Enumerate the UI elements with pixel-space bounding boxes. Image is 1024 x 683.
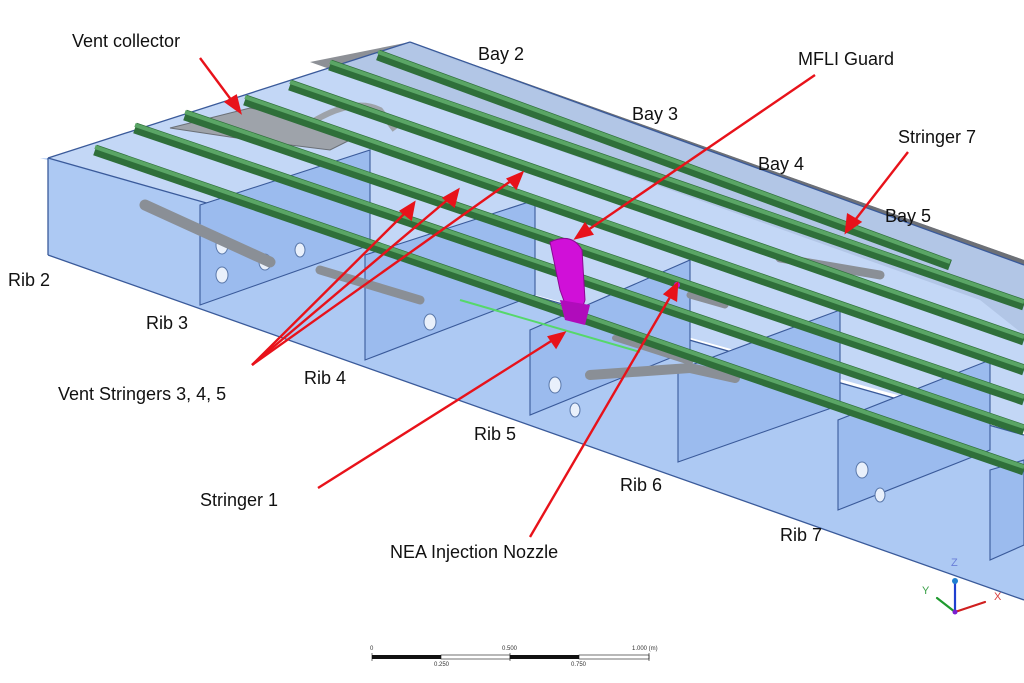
label-rib-7: Rib 7 [780, 525, 823, 545]
label-stringer-7: Stringer 7 [898, 127, 977, 147]
label-bay-3: Bay 3 [632, 104, 679, 124]
label-rib-6: Rib 6 [620, 475, 663, 495]
label-nea-injection-nozzle: NEA Injection Nozzle [390, 542, 559, 562]
vent-tube [685, 363, 740, 383]
arrowhead [505, 170, 525, 191]
stringer-highlight [329, 60, 1024, 304]
callouts [199, 57, 909, 538]
arrowhead [223, 94, 242, 115]
scale-seg [578, 654, 650, 660]
scale-label-0500: 0.500 [502, 646, 518, 652]
box-edge-bottom-front [47, 254, 1024, 601]
triad-label-x: X [994, 591, 1002, 603]
triad-x-axis [953, 600, 987, 614]
coordinate-triad [935, 578, 987, 615]
arrowhead [662, 281, 679, 302]
stringer-1-line [459, 299, 641, 353]
callout-stringer-1 [317, 336, 557, 490]
callout-vent-stringer-4 [251, 195, 453, 366]
stringer-bar [328, 59, 1024, 311]
label-rib-3: Rib 3 [146, 313, 189, 333]
stringer-highlight [94, 145, 1024, 469]
arrowhead [547, 331, 567, 350]
rib-hole [423, 313, 437, 331]
callout-vent-stringer-3 [251, 209, 409, 366]
triad-y-axis [935, 596, 957, 614]
scale-seg [440, 654, 511, 660]
arrowhead [441, 187, 460, 209]
scale-label-0250: 0.250 [434, 662, 450, 668]
label-bay-5: Bay 5 [885, 206, 932, 226]
stringer-bar [183, 109, 1024, 406]
arrowhead [844, 213, 863, 235]
scale-seg [510, 655, 579, 659]
stringer-highlight [244, 95, 1024, 369]
callout-vent-collector [199, 57, 236, 106]
label-rib-4: Rib 4 [304, 368, 347, 388]
stringer-bar [243, 94, 1024, 376]
label-bay-2: Bay 2 [478, 44, 525, 64]
rib-hole [855, 461, 869, 479]
stringer-bar [376, 49, 952, 271]
vent-tube [686, 291, 729, 309]
arrowhead [573, 221, 594, 240]
stringer-bar [93, 144, 1024, 476]
label-vent-stringers: Vent Stringers 3, 4, 5 [58, 384, 227, 404]
scale-bar [371, 653, 650, 661]
stringer-bar [288, 79, 1024, 346]
vent-tube [315, 265, 425, 305]
stringer-highlight [289, 80, 1024, 339]
label-vent-collector: Vent collector [72, 31, 181, 51]
stringer-highlight [184, 110, 1024, 399]
callout-nea-nozzle [528, 291, 675, 538]
scale-label-1000: 1.000 (m) [632, 646, 658, 652]
label-mfli-guard: MFLI Guard [798, 49, 895, 69]
scale-label-0: 0 [370, 646, 374, 652]
scale-label-0750: 0.750 [571, 662, 587, 668]
mfli-guard-base [560, 300, 590, 325]
box-edge-rear-top [409, 41, 1024, 266]
scale-seg [372, 655, 441, 659]
rib-hole [215, 266, 229, 284]
rib-7-panel [989, 459, 1024, 561]
label-rib-2: Rib 2 [8, 270, 51, 290]
triad-label-z: Z [951, 557, 958, 569]
callout-mfli-guard [584, 74, 816, 233]
callout-stringer-7 [851, 151, 909, 225]
rib-hole [569, 402, 581, 418]
triad-label-y: Y [922, 585, 930, 597]
vent-tube [139, 199, 276, 268]
rib-hole [548, 376, 562, 394]
vent-tube [612, 335, 693, 365]
label-rib-5: Rib 5 [474, 424, 517, 444]
label-stringer-1: Stringer 1 [200, 490, 279, 510]
triad-z-tip [952, 578, 958, 584]
rib-hole [874, 487, 886, 503]
label-bay-4: Bay 4 [758, 154, 805, 174]
arrowhead [398, 200, 416, 222]
rib-hole [294, 242, 306, 258]
callout-vent-stringer-5 [251, 177, 516, 366]
vent-tube [585, 363, 695, 380]
triad-origin [952, 609, 958, 615]
